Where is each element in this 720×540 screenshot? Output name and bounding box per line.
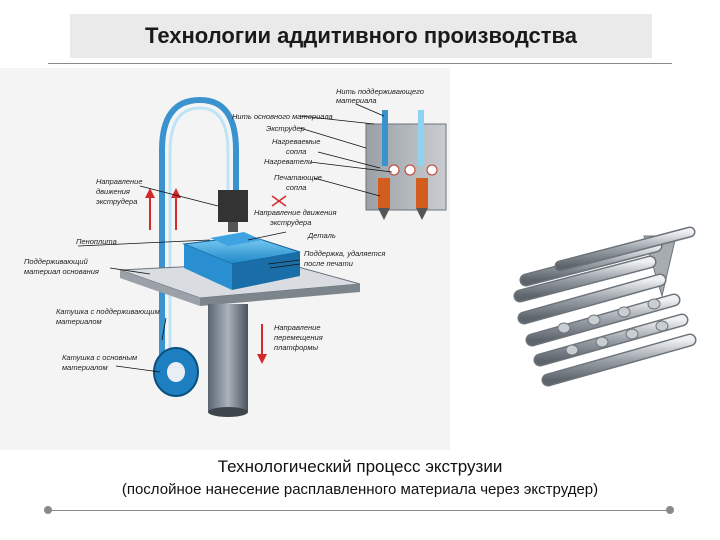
platform-post [208, 304, 248, 412]
closeup-heater-1 [388, 164, 400, 176]
caption-main: Технологический процесс экструзии [217, 457, 503, 476]
printed-part-upper [210, 232, 262, 246]
slide-title: Технологии аддитивного производства [145, 23, 577, 48]
label-motion-dir-3: экструдера [96, 197, 137, 206]
bottom-divider [48, 510, 672, 511]
label-part: Деталь [307, 231, 336, 240]
label-motion-dir: Направление [96, 177, 143, 186]
label-extruder-motion-2: экструдера [270, 218, 311, 227]
label-print-nozzles: Печатающие [274, 173, 322, 182]
label-platform-motion-2: перемещения [274, 333, 323, 342]
top-divider [48, 63, 672, 64]
label-support-layer-2: материал основания [24, 267, 99, 276]
post-base [208, 407, 248, 417]
closeup-nozzle-left [378, 178, 390, 208]
label-foam: Пеноплита [76, 237, 117, 246]
label-extruder: Экструдер [266, 124, 305, 133]
label-heated-nozzles-2: сопла [286, 147, 306, 156]
caption-sub: (послойное нанесение расплавленного мате… [121, 481, 599, 498]
label-support-spool-2: материалом [56, 317, 102, 326]
label-support-removed-2: после печати [304, 259, 354, 268]
closeup-heater-3 [426, 164, 438, 176]
label-support-spool: Катушка с поддерживающим [56, 307, 160, 316]
closeup-heater-2 [404, 164, 416, 176]
extruder-motion-cross-2 [271, 195, 287, 207]
closeup-nozzle-right [416, 178, 428, 208]
label-heaters: Нагреватели [264, 157, 313, 166]
label-main-spool: Катушка с основным [62, 353, 137, 362]
spool-hub [167, 362, 185, 382]
label-platform-motion: Направление [274, 323, 321, 332]
label-heated-nozzles: Нагреваемые [272, 137, 320, 146]
label-extruder-motion: Направление движения [254, 208, 336, 217]
closeup-main-filament [418, 110, 424, 166]
slide-title-bar: Технологии аддитивного производства [70, 14, 652, 58]
label-support-filament-2: материала [336, 96, 377, 105]
leader-lines [77, 103, 393, 373]
printed-lattice-illustration [512, 226, 720, 402]
divider-dot-right [666, 506, 674, 514]
extruder-nozzle [228, 222, 238, 232]
extruder-head [218, 190, 248, 222]
label-main-spool-2: материалом [62, 363, 108, 372]
label-platform-motion-3: платформы [274, 343, 319, 352]
label-support-filament: Нить поддерживающего [336, 87, 424, 96]
label-support-layer: Поддерживающий [24, 257, 89, 266]
closeup-support-filament [382, 110, 388, 166]
platform-side-right [200, 284, 360, 306]
platform-side-left [120, 270, 200, 306]
support-filament-loop [159, 96, 239, 360]
printed-part-left [184, 244, 232, 290]
label-main-filament: Нить основного материала [232, 112, 333, 121]
printed-part-right [232, 252, 300, 290]
label-motion-dir-2: движения [96, 187, 130, 196]
label-print-nozzles-2: сопла [286, 183, 306, 192]
main-filament-loop [168, 106, 230, 360]
divider-dot-left [44, 506, 52, 514]
label-support-removed: Поддержка, удаляется [304, 249, 385, 258]
